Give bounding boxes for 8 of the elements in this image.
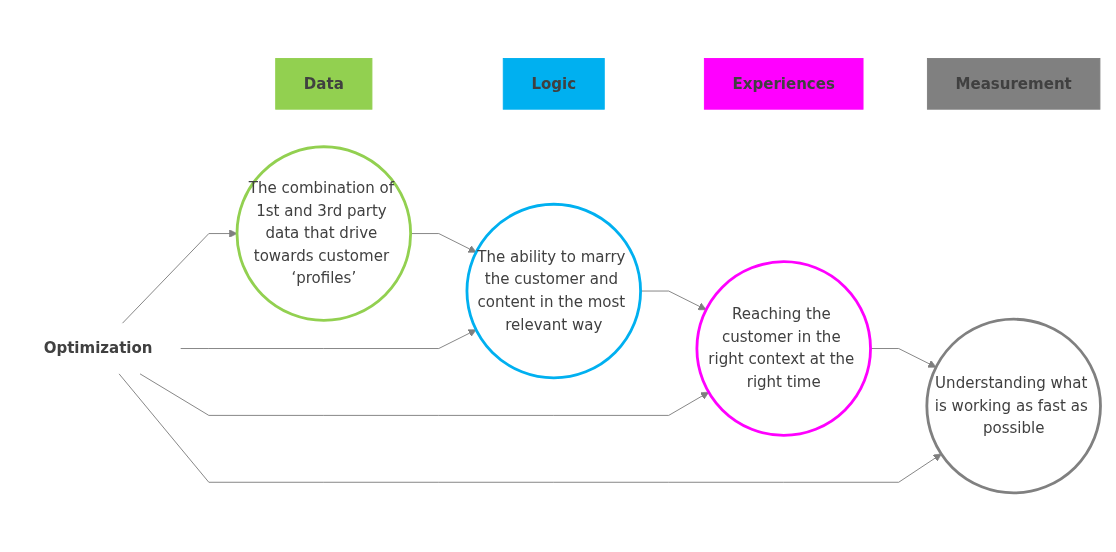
node-box: Logic [502, 58, 605, 110]
node-circle: Understanding what is working as fast as possible [925, 318, 1102, 495]
node-text: Optimization [43, 339, 153, 358]
node-circle: Reaching the customer in the right context at the right time [695, 260, 872, 438]
node-circle: The ability to marry the customer and content in the most relevant way [465, 203, 642, 380]
node-box: Data [275, 58, 373, 110]
node-box: Measurement [926, 58, 1101, 110]
node-box: Experiences [703, 58, 864, 110]
